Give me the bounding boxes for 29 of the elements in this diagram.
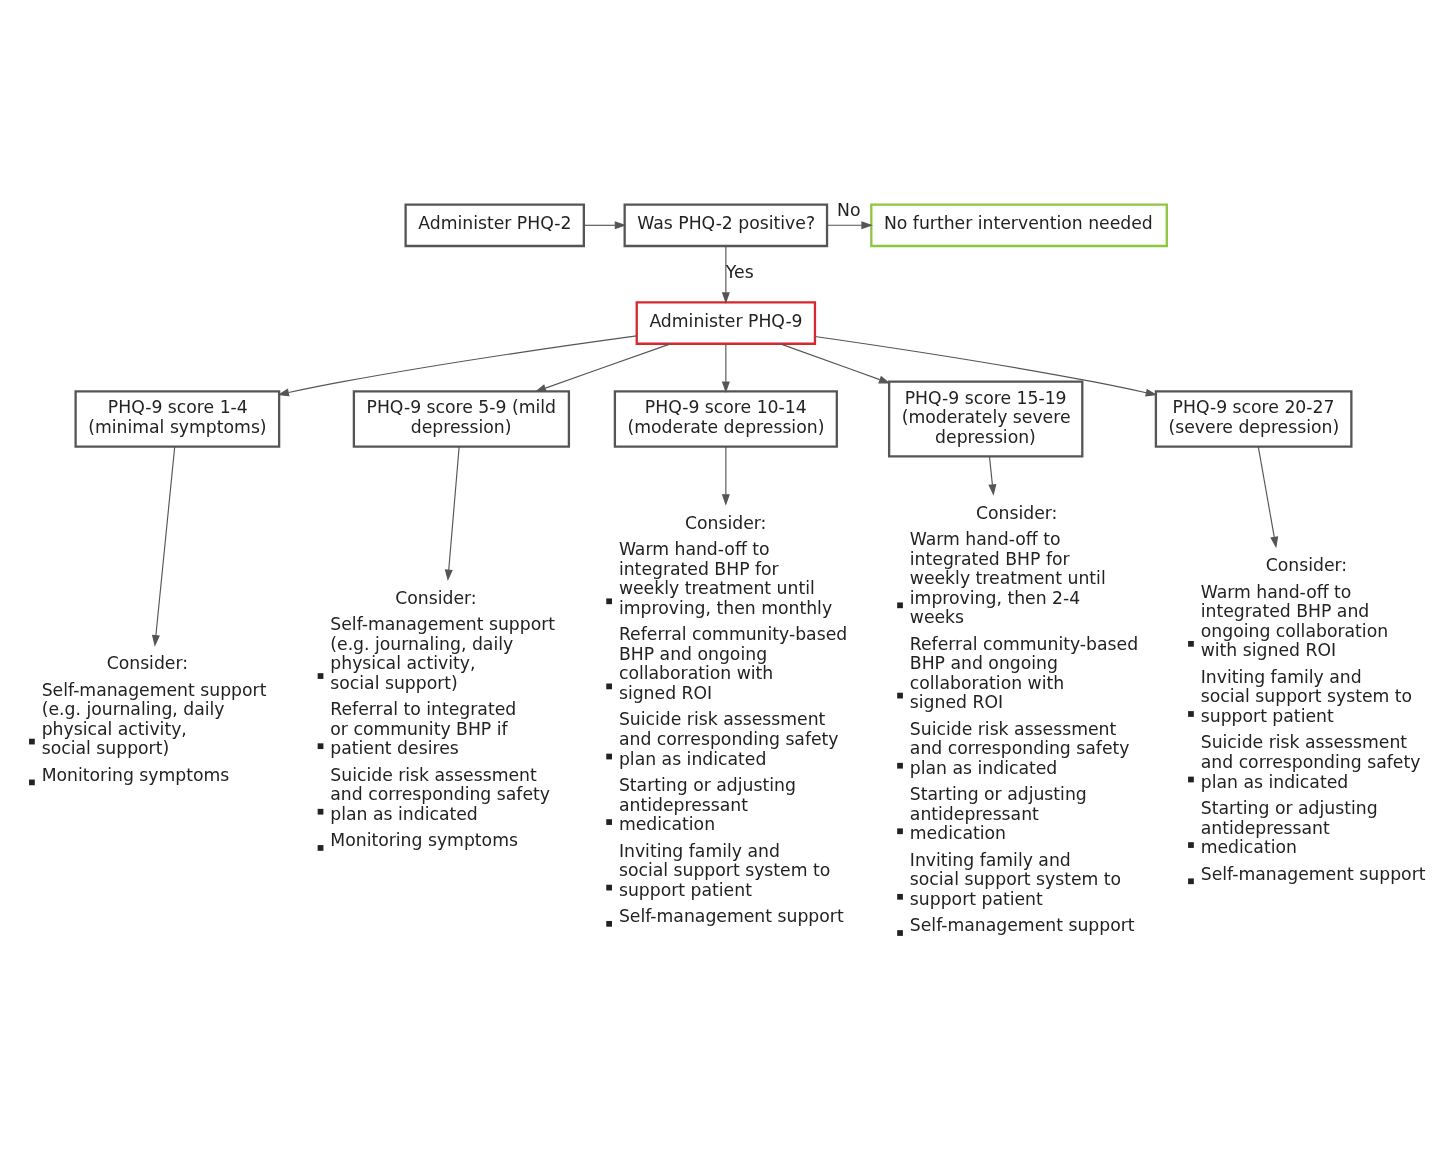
arrow bbox=[721, 343, 730, 394]
node-box: PHQ-9 score 20-27 (severe depression) bbox=[1154, 390, 1353, 448]
arrow bbox=[444, 446, 460, 582]
node-box: Was PHQ-2 positive? bbox=[623, 203, 829, 248]
arrow bbox=[583, 221, 627, 230]
node-text: Consider: Self-management support (e.g. journaling, daily physical activity, social support) Monitoring symptoms bbox=[41, 653, 267, 785]
arrow bbox=[988, 456, 997, 496]
arrow bbox=[779, 343, 891, 384]
node-box: PHQ-9 score 10-14 (moderate depression) bbox=[613, 390, 838, 448]
arrow bbox=[1257, 446, 1279, 549]
node-box: Administer PHQ-2 bbox=[404, 203, 585, 248]
arrow bbox=[826, 221, 873, 230]
arrow bbox=[721, 446, 730, 506]
node-text: Consider: Self-management support (e.g. journaling, daily physical activity, social support) Referral to integrated or community BHP if patient desires Suicide risk assessment and corresponding safety plan as indicated Monitoring symptoms bbox=[330, 587, 556, 851]
edge-label: Yes bbox=[725, 262, 754, 283]
node-box: No further intervention needed bbox=[870, 203, 1168, 248]
node-box: Administer PHQ-9 bbox=[635, 301, 817, 345]
arrow bbox=[151, 446, 176, 647]
edge-label: No bbox=[837, 200, 861, 221]
node-box: PHQ-9 score 1-4 (minimal symptoms) bbox=[74, 390, 281, 448]
node-text: Consider: Warm hand-off to integrated BHP and ongoing collaboration with signed ROI Inviting family and social support system to support patient Suicide risk assessment and corresponding safety plan as indicated Starting or adjusting antidepressant medication Self-management support bbox=[1200, 555, 1426, 884]
node-box: PHQ-9 score 5-9 (mild depression) bbox=[352, 390, 571, 448]
arrow bbox=[534, 343, 671, 392]
arrow bbox=[814, 335, 1158, 397]
arrow bbox=[277, 335, 638, 397]
arrow bbox=[721, 245, 730, 304]
node-text: Consider: Warm hand-off to integrated BHP for weekly treatment until improving, then 2-4 weeks Referral community-based BHP and ongoing collaboration with signed ROI Suicide risk assessment and corresponding safety plan as indicated Starting or adjusting antidepressant medication Inviting family and social support system to support patient Self-management support bbox=[909, 502, 1139, 936]
node-text: Consider: Warm hand-off to integrated BHP for weekly treatment until improving, then monthly Referral community-based BHP and ongoing collaboration with signed ROI Suicide risk assessment and corresponding safety plan as indicated Starting or adjusting antidepressant medication Inviting family and social support system to support patient Self-management support bbox=[618, 512, 848, 927]
node-box: PHQ-9 score 15-19 (moderately severe depression) bbox=[888, 380, 1084, 458]
